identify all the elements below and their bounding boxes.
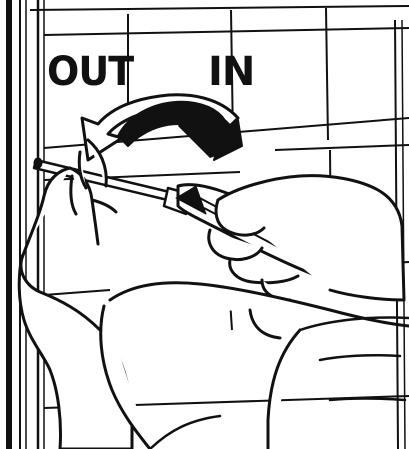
out-label: OUT xyxy=(47,52,133,92)
curved-rotation-arrow-icon xyxy=(82,95,242,160)
in-label: IN xyxy=(208,52,254,92)
right-hand xyxy=(101,176,409,449)
